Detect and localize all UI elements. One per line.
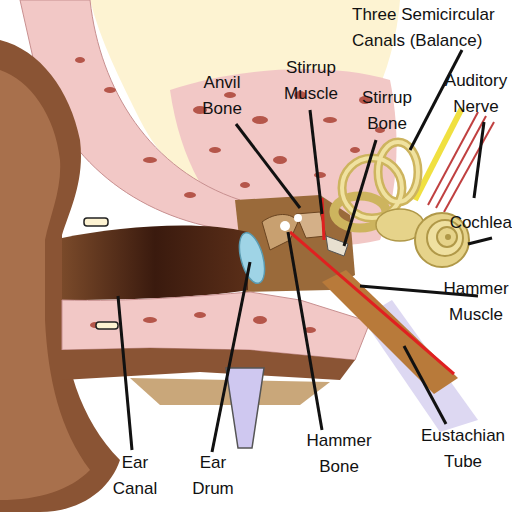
part-label: Eustachian Tube (414, 423, 512, 475)
part-label: Three Semicircular Canals (Balance) (352, 2, 510, 54)
part-label: Anvil Bone (190, 70, 254, 122)
hammer-bone (262, 215, 298, 251)
bone-speckles (75, 57, 385, 198)
part-label: Stirrup Muscle (270, 55, 352, 107)
auditory-nerve (428, 112, 478, 205)
part-label: Stirrup Bone (346, 85, 428, 137)
auditory-nerve (436, 116, 486, 208)
bone-mark (84, 218, 108, 226)
ear-canal (62, 225, 248, 300)
part-label: Cochlea (448, 210, 512, 236)
joint (294, 214, 302, 222)
part-label: Ear Canal (102, 450, 168, 502)
part-label: Auditory Nerve (440, 68, 512, 120)
part-label: Hammer Muscle (440, 276, 512, 328)
lower-speckles (90, 312, 316, 333)
leader-lines (118, 50, 492, 452)
styloid (226, 368, 264, 448)
auditory-nerve (444, 122, 494, 212)
part-label: Hammer Bone (296, 428, 382, 480)
part-label: Ear Drum (180, 450, 246, 502)
bone-mark (96, 322, 118, 329)
ear-drum (235, 230, 270, 286)
joint (280, 221, 290, 231)
canal-highlight (342, 142, 418, 218)
